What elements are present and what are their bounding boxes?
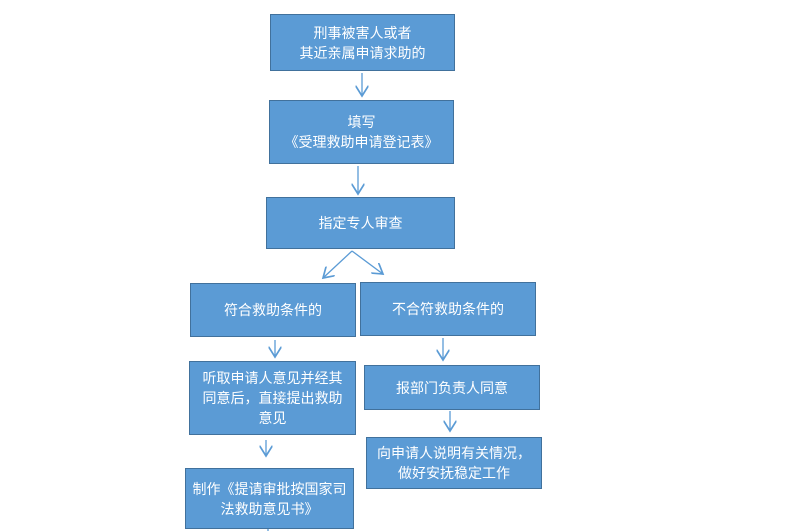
node-text: 同意后，直接提出救助 <box>202 390 343 406</box>
node-text: 刑事被害人或者 <box>313 24 412 41</box>
node-text: 向申请人说明有关情况， <box>377 445 531 461</box>
node-text: 报部门负责人同意 <box>396 379 508 396</box>
node-fill-form: 填写《受理救助申请登记表》 <box>269 100 454 164</box>
node-ineligible: 不合符救助条件的 <box>360 282 536 336</box>
node-text: 不合符救助条件的 <box>392 301 504 317</box>
arrow-assign-to-eligible <box>323 250 353 278</box>
node-text: 符合救助条件的 <box>224 302 322 318</box>
node-text: 其近亲属申请求助的 <box>299 44 426 61</box>
node-make-document: 制作《提请审批按国家司法救助意见书》 <box>185 468 354 529</box>
node-report-approve: 报部门负责人同意 <box>364 365 540 410</box>
node-text: 做好安抚稳定工作 <box>398 465 510 481</box>
node-text: 法救助意见书》 <box>220 500 319 517</box>
node-apply: 刑事被害人或者其近亲属申请求助的 <box>270 14 455 71</box>
node-hear-opinion: 听取申请人意见并经其同意后，直接提出救助意见 <box>189 361 356 435</box>
node-eligible: 符合救助条件的 <box>190 283 356 337</box>
node-explain: 向申请人说明有关情况， 做好安抚稳定工作 <box>366 437 542 489</box>
node-text: 指定专人审查 <box>318 215 403 231</box>
node-text: 制作《提请审批按国家司 <box>192 480 347 497</box>
node-text: 听取申请人意见并经其 <box>202 370 343 386</box>
arrow-assign-to-ineligible <box>351 250 383 274</box>
node-assign: 指定专人审查 <box>266 197 455 249</box>
node-text: 意见 <box>258 410 287 426</box>
node-text: 《受理救助申请登记表》 <box>284 134 439 150</box>
node-text: 填写 <box>347 114 376 130</box>
